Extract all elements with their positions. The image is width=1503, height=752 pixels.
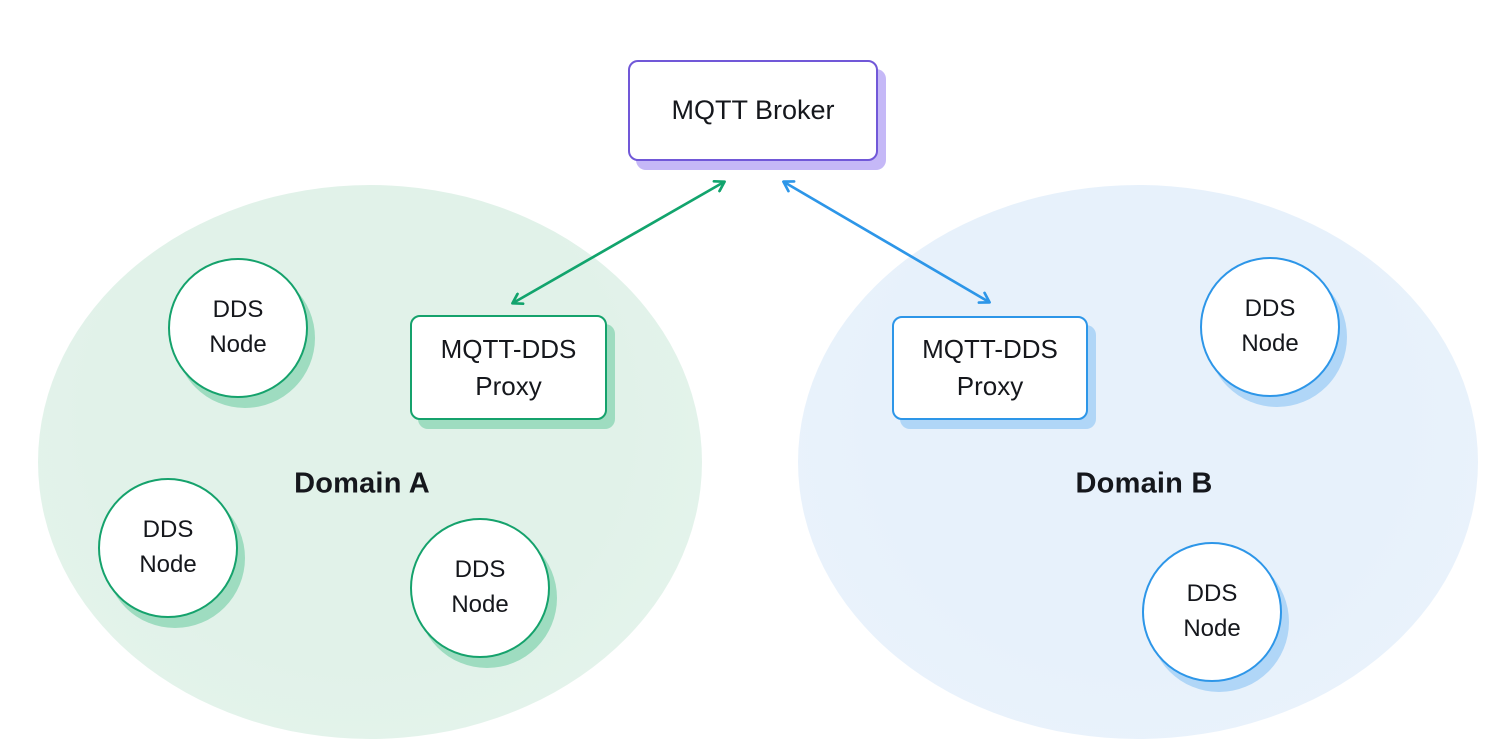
dds-node-label: DDS Node xyxy=(209,296,267,358)
domain-b-label: Domain B xyxy=(1075,467,1213,500)
dds-node: DDS Node xyxy=(1142,542,1282,682)
domain-b-ellipse xyxy=(798,185,1478,739)
domain-b-proxy-node: MQTT-DDS Proxy xyxy=(892,316,1088,420)
dds-node-label: DDS Node xyxy=(139,516,197,578)
dds-node: DDS Node xyxy=(98,478,238,618)
dds-node-label: DDS Node xyxy=(1183,580,1241,642)
dds-node-label: DDS Node xyxy=(451,556,509,618)
dds-node: DDS Node xyxy=(410,518,550,658)
domain-a-proxy-label: MQTT-DDS Proxy xyxy=(440,333,577,401)
domain-a-label: Domain A xyxy=(294,467,430,500)
dds-node: DDS Node xyxy=(1200,257,1340,397)
mqtt-broker-node: MQTT Broker xyxy=(628,60,878,161)
domain-b-proxy-label: MQTT-DDS Proxy xyxy=(922,334,1058,401)
mqtt-broker-label: MQTT Broker xyxy=(671,95,835,126)
domain-a-ellipse xyxy=(38,185,702,739)
dds-node: DDS Node xyxy=(168,258,308,398)
dds-node-label: DDS Node xyxy=(1241,295,1299,357)
domain-a-proxy-node: MQTT-DDS Proxy xyxy=(410,315,607,420)
